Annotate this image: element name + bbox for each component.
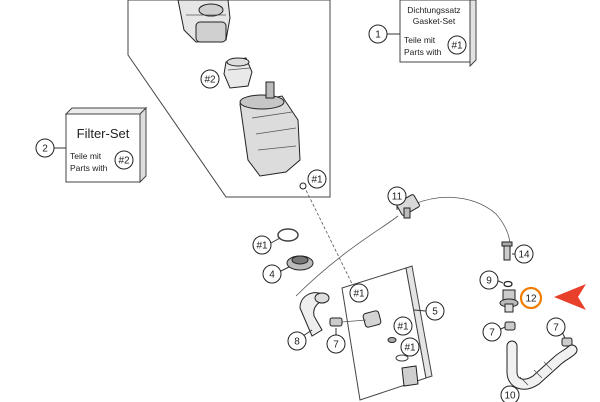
hose-clamp-icon	[329, 317, 367, 327]
fuel-pump-module-icon	[177, 0, 231, 43]
callout-label: 2	[42, 144, 48, 155]
callout-ref-1-mid[interactable]: #1	[393, 316, 413, 336]
callout-label: #1	[256, 241, 268, 252]
callout-label: 14	[518, 250, 530, 261]
callout-label: 8	[294, 337, 300, 348]
cap-part-icon	[286, 255, 314, 271]
callout-label: #1	[404, 343, 416, 354]
filter-element-icon	[223, 57, 253, 89]
gasket-set-box: Dichtungssatz Gasket-Set Teile mit Parts…	[399, 0, 477, 68]
callout-ref-2-filter[interactable]: #2	[200, 69, 220, 89]
callout-12-highlighted[interactable]: 12	[519, 286, 543, 310]
gasket-set-text-en: Parts with	[404, 47, 442, 57]
callout-label: 10	[504, 391, 516, 402]
callout-14[interactable]: 14	[514, 244, 534, 264]
filter-set-box: Filter-Set Teile mit Parts with #2	[64, 106, 148, 184]
callout-ref-1-flange[interactable]: #1	[349, 283, 369, 303]
callout-7-c[interactable]: 7	[546, 317, 566, 337]
callout-label: 7	[489, 328, 495, 339]
callout-8[interactable]: 8	[287, 331, 307, 351]
callout-7-a[interactable]: 7	[326, 334, 346, 354]
filter-set-text-de: Teile mit	[70, 151, 102, 161]
callout-label: #2	[204, 75, 216, 86]
small-clamp-icon	[561, 337, 573, 347]
callout-label: #1	[397, 322, 409, 333]
small-clamp-icon	[504, 321, 516, 331]
gasket-set-title-en: Gasket-Set	[413, 16, 456, 26]
small-o-ring-icon	[503, 280, 513, 288]
callout-7-b[interactable]: 7	[482, 322, 502, 342]
gasket-set-text-de: Teile mit	[404, 35, 436, 45]
callout-ref-1-low[interactable]: #1	[400, 337, 420, 357]
callout-ref-1-left[interactable]: #1	[252, 235, 272, 255]
o-ring-icon	[277, 228, 299, 242]
callout-label: #1	[353, 289, 365, 300]
callout-label: 5	[432, 307, 438, 318]
screw-icon	[501, 241, 513, 261]
callout-label: 7	[553, 323, 559, 334]
callout-10[interactable]: 10	[500, 385, 520, 402]
callout-label: 12	[525, 294, 537, 305]
hose-elbow-icon	[299, 292, 330, 337]
filter-set-title: Filter-Set	[77, 126, 130, 141]
callout-label: 1	[375, 30, 381, 41]
callout-label: 9	[486, 276, 492, 287]
fuel-hose-icon	[506, 340, 578, 390]
callout-1[interactable]: 1	[368, 24, 388, 44]
callout-label: 7	[333, 340, 339, 351]
filter-set-ref: #2	[118, 156, 130, 167]
highlight-arrow-icon	[554, 284, 586, 310]
filter-set-text-en: Parts with	[70, 163, 108, 173]
callout-2[interactable]: 2	[35, 138, 55, 158]
pump-assembly-frame	[127, 0, 331, 198]
gasket-set-title-de: Dichtungssatz	[407, 5, 460, 15]
callout-ref-1-top[interactable]: #1	[307, 169, 327, 189]
callout-4[interactable]: 4	[262, 264, 282, 284]
gasket-set-ref: #1	[451, 41, 463, 52]
quick-connector-icon	[499, 289, 519, 313]
callout-5[interactable]: 5	[425, 301, 445, 321]
callout-9[interactable]: 9	[479, 270, 499, 290]
callout-label: 4	[269, 270, 275, 281]
callout-11[interactable]: 11	[387, 186, 407, 206]
assembly-leader-line	[303, 185, 361, 301]
callout-label: #1	[311, 175, 323, 186]
fuel-filter-body-icon	[239, 81, 301, 177]
callout-label: 11	[392, 192, 403, 203]
